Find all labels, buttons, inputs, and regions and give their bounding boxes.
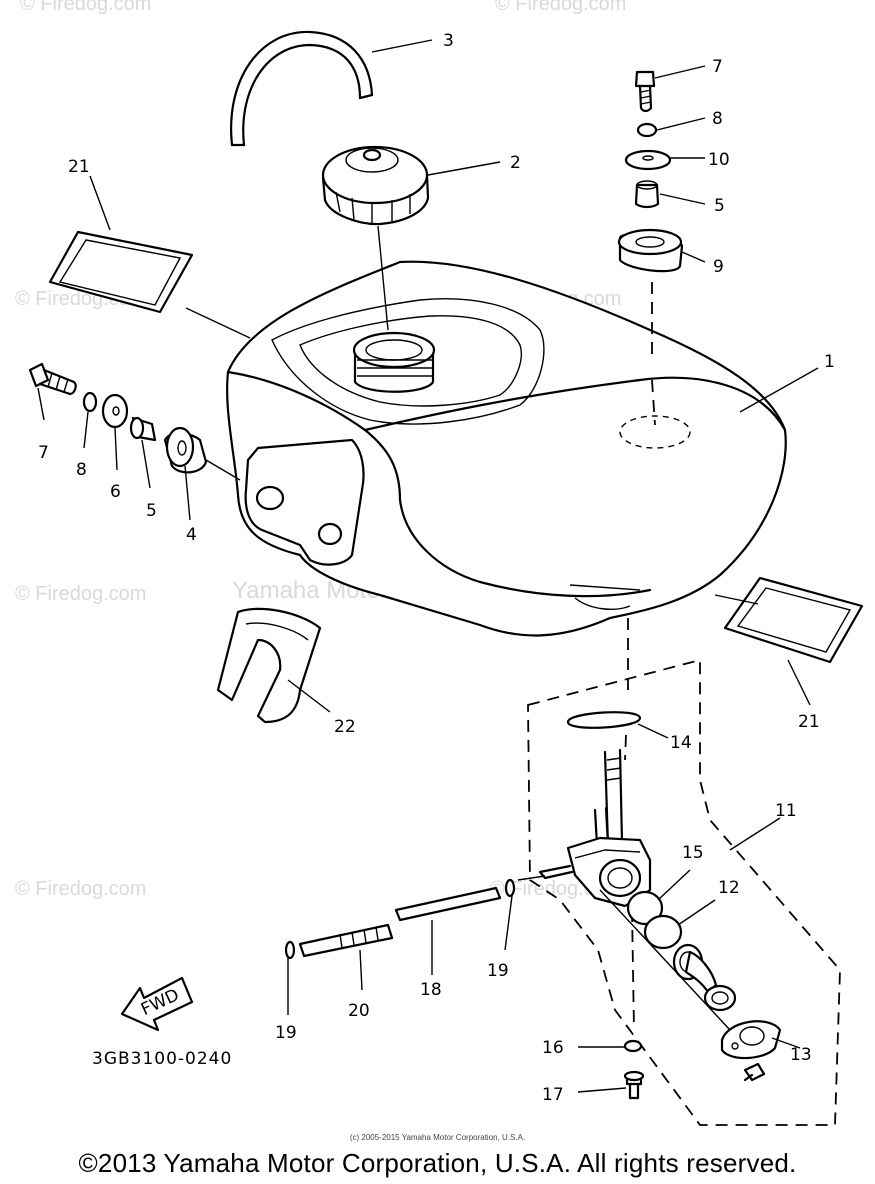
callout-1: 1 [824,352,835,372]
cap-axis-line [377,225,389,331]
callout-7-left: 7 [38,443,49,463]
callout-19-left: 19 [275,1023,297,1043]
callout-11: 11 [775,801,797,821]
fuel-cock-assembly-box [527,658,841,1126]
small-copyright: (c) 2005-2015 Yamaha Motor Corporation, … [349,1133,526,1142]
fuel-cock-lever [672,943,737,1012]
breather-hose [230,30,374,147]
callout-16: 16 [542,1038,564,1058]
warning-label-left [48,230,194,314]
watermark-firedog: © Firedog.com [15,583,146,605]
callout-3: 3 [443,31,454,51]
fuel-cock [538,748,731,1031]
callouts: 1 2 3 4 5 5 6 7 7 8 8 9 10 11 12 13 14 1… [38,31,835,1105]
callout-22: 22 [334,717,356,737]
callout-12: 12 [718,878,740,898]
callout-4: 4 [186,525,197,545]
callout-14: 14 [670,733,692,753]
fuel-cock-cover [720,1020,782,1082]
drain-washer-and-bolt [623,1039,645,1100]
callout-8-right: 8 [712,109,723,129]
callout-9: 9 [713,257,724,277]
callout-21-right: 21 [798,712,820,732]
leader-lines [37,39,819,1093]
callout-21-left: 21 [68,157,90,177]
right-mount-stack [617,70,684,426]
fuel-cock-gasket [566,618,642,761]
warning-label-right [723,576,864,664]
callout-5-left: 5 [146,501,157,521]
fuel-hose [284,875,546,960]
callout-2: 2 [510,153,521,173]
fuel-tank [226,260,787,637]
hose-clamp [216,607,322,724]
fuel-cap [321,145,430,226]
callout-13: 13 [790,1045,812,1065]
part-code: 3GB3100-0240 [92,1049,232,1069]
callout-10: 10 [708,150,730,170]
callout-7-right: 7 [712,57,723,77]
watermark-firedog: © Firedog.com [15,878,146,900]
left-mount-stack [28,362,241,481]
callout-5-right: 5 [714,196,725,216]
callout-15: 15 [682,843,704,863]
fwd-arrow: FWD [120,976,194,1032]
copyright-notice: ©2013 Yamaha Motor Corporation, U.S.A. A… [78,1148,797,1178]
watermark-firedog: © Firedog.com [495,0,626,15]
o-ring-and-filter [626,890,683,950]
callout-17: 17 [542,1085,564,1105]
callout-20: 20 [348,1001,370,1021]
callout-6: 6 [110,482,121,502]
watermark-firedog: © Firedog.com [20,0,151,15]
callout-18: 18 [420,980,442,1000]
callout-19-right: 19 [487,961,509,981]
callout-8-left: 8 [76,460,87,480]
